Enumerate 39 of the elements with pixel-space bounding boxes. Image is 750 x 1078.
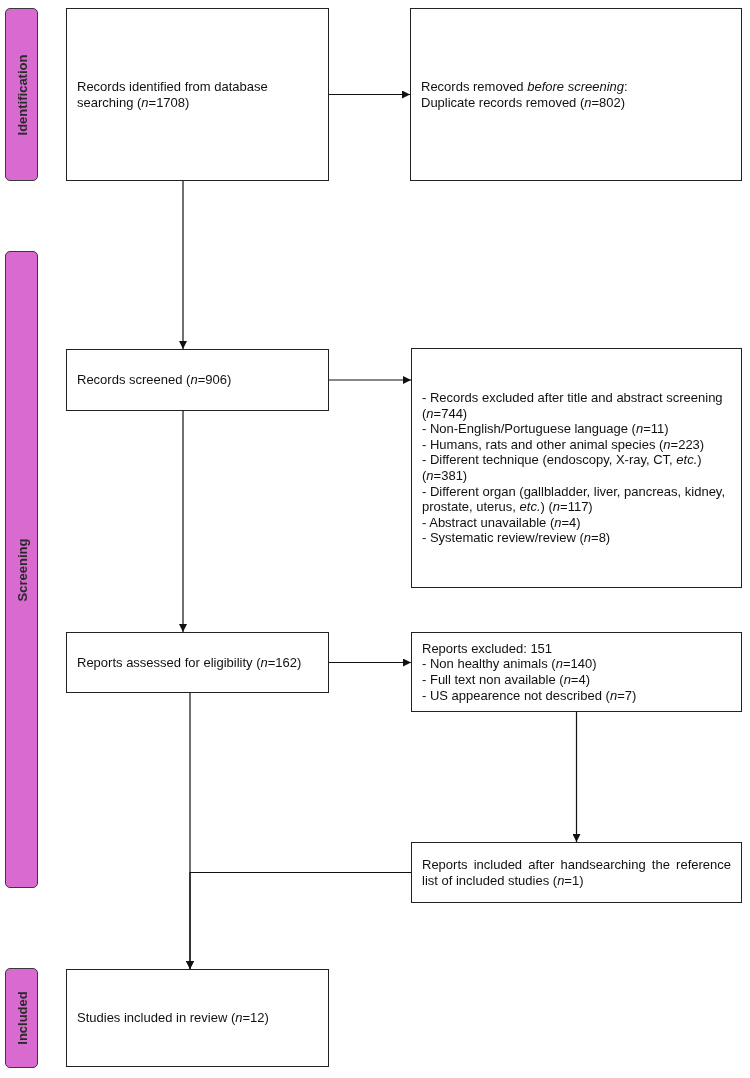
process-box bbox=[411, 632, 742, 712]
box-text: Records removed before screening: bbox=[421, 78, 629, 95]
box-text: Reports excluded: 151 bbox=[422, 640, 554, 657]
stage-label: Identification bbox=[14, 54, 29, 135]
box-text: Reports assessed for eligibility (n=162) bbox=[77, 654, 303, 671]
arrow bbox=[179, 410, 187, 633]
process-box bbox=[66, 632, 329, 693]
box-text: - Humans, rats and other animal species (n=223) bbox=[422, 436, 706, 453]
stage-band bbox=[5, 8, 38, 181]
box-text: - US appearence not described (n=7) bbox=[422, 687, 638, 704]
arrow bbox=[328, 658, 412, 667]
box-text: - Non healthy animals (n=140) bbox=[422, 656, 598, 672]
process-box bbox=[66, 969, 329, 1067]
box-text: - Systematic review/review (n=8) bbox=[422, 530, 612, 546]
stage-label: Included bbox=[14, 991, 29, 1045]
arrow bbox=[328, 376, 412, 384]
stage-label: Screening bbox=[14, 538, 29, 601]
arrow bbox=[572, 711, 581, 843]
box-text: Studies included in review (n=12) bbox=[77, 1010, 270, 1026]
arrow bbox=[179, 180, 187, 350]
box-text: Records screened (n=906) bbox=[77, 372, 233, 388]
arrow bbox=[328, 90, 411, 99]
box-text: - Full text non available (n=4) bbox=[422, 672, 591, 688]
process-box bbox=[411, 842, 742, 903]
process-box bbox=[411, 348, 742, 588]
box-text: - Abstract unavailable (n=4) bbox=[422, 514, 582, 531]
box-text: Duplicate records removed (n=802) bbox=[421, 94, 627, 111]
box-text: - Different technique (endoscopy, X-ray, CT, etc.) (n=381) bbox=[422, 452, 703, 484]
process-box bbox=[66, 8, 329, 181]
box-text: - Different organ (gallbladder, liver, pancreas, kidney, prostate, uterus, etc.) (n=117) bbox=[422, 483, 727, 515]
box-text: Records identified from database searching (n=1708) bbox=[77, 78, 269, 111]
box-text: Reports included after handsearching the reference list of included studies (n=1) bbox=[422, 856, 731, 889]
stage-band bbox=[5, 968, 38, 1068]
process-box bbox=[410, 8, 742, 181]
box-text: - Non-English/Portuguese language (n=11) bbox=[422, 421, 670, 437]
process-box bbox=[66, 349, 329, 411]
stage-band bbox=[5, 251, 38, 888]
arrow bbox=[186, 871, 412, 970]
box-text: - Records excluded after title and abstract screening (n=744) bbox=[422, 390, 724, 422]
